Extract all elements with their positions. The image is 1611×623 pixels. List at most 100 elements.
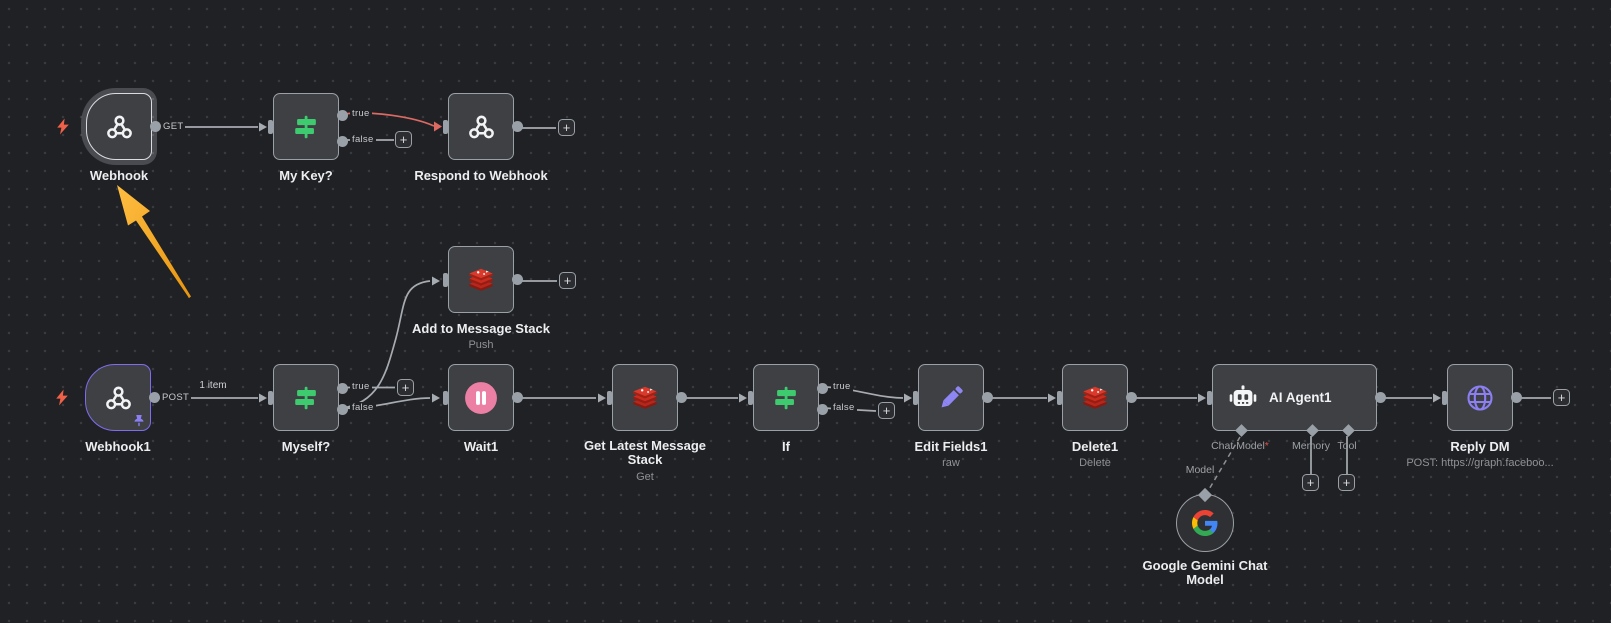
globe-icon [1467, 384, 1493, 411]
node-subtitle: raw [942, 457, 960, 469]
model-connection-label: Model [1185, 464, 1215, 476]
node-title: Delete1 [1071, 439, 1119, 454]
arrowhead [598, 393, 606, 403]
output-port[interactable] [512, 121, 523, 132]
input-port[interactable] [913, 390, 918, 405]
output-port[interactable] [149, 392, 160, 403]
node-title: Edit Fields1 [914, 439, 988, 454]
output-port-false[interactable] [337, 135, 348, 147]
memory-port-label: Memory [1292, 440, 1330, 452]
node-myself[interactable]: Myself? [268, 364, 348, 454]
my-key-false-label: false [350, 134, 376, 145]
output-port[interactable] [676, 392, 687, 403]
output-port-false[interactable] [817, 403, 828, 415]
redis-icon [469, 268, 493, 291]
items-count-label: 1 item [199, 380, 227, 391]
webhook-icon [468, 115, 494, 139]
output-port[interactable] [512, 392, 523, 403]
node-add-to-message-stack[interactable]: Add to Message Stack Push [412, 246, 550, 351]
webhook1-method-label: POST [160, 392, 192, 403]
webhook-icon [105, 386, 131, 410]
webhook-icon [106, 115, 132, 139]
trigger-bolt-icon [56, 389, 68, 406]
add-node-button[interactable]: + [878, 402, 895, 419]
input-port[interactable] [268, 119, 273, 134]
add-node-button[interactable]: + [397, 379, 414, 396]
pinned-data-icon [134, 415, 144, 427]
input-port[interactable] [1057, 390, 1062, 405]
output-port[interactable] [512, 274, 523, 285]
add-node-button[interactable]: + [395, 131, 412, 148]
output-port[interactable] [1126, 392, 1137, 403]
redis-icon [1083, 386, 1107, 409]
node-get-latest-message-stack[interactable]: Get Latest Message Stack Get [584, 364, 706, 483]
output-port-false[interactable] [337, 403, 348, 415]
pencil-icon [941, 386, 963, 408]
node-subtitle: Delete [1079, 457, 1111, 469]
connection[interactable] [341, 280, 431, 409]
node-title: Reply DM [1450, 439, 1510, 454]
output-port[interactable] [1375, 392, 1386, 403]
switch-icon [295, 386, 316, 409]
output-port-true[interactable] [337, 109, 348, 121]
node-edit-fields1[interactable]: Edit Fields1 raw [913, 364, 993, 469]
output-port-true[interactable] [337, 382, 348, 394]
node-title: Webhook [89, 168, 149, 183]
trigger-bolt-icon [57, 118, 69, 135]
node-wait1[interactable]: Wait1 [443, 364, 523, 454]
node-title: Wait1 [463, 439, 499, 454]
arrowhead [739, 393, 747, 403]
connection-ai-model[interactable] [1207, 436, 1241, 492]
my-key-true-label: true [350, 108, 372, 119]
node-title: My Key? [279, 168, 333, 183]
node-subtitle: Push [468, 339, 494, 351]
switch-icon [775, 386, 796, 409]
add-node-button[interactable]: + [1553, 389, 1570, 406]
add-tool-button[interactable]: + [1338, 474, 1355, 491]
node-if[interactable]: If [748, 364, 828, 454]
output-port-true[interactable] [817, 382, 828, 394]
node-title: Get Latest Message Stack [583, 438, 707, 468]
arrowhead [1198, 393, 1206, 403]
node-respond-to-webhook[interactable]: Respond to Webhook [414, 93, 548, 183]
add-memory-button[interactable]: + [1302, 474, 1319, 491]
node-subtitle: POST: https://graph.faceboo... [1406, 457, 1554, 469]
input-port[interactable] [268, 390, 273, 405]
input-port[interactable] [607, 390, 612, 405]
node-reply-dm[interactable]: Reply DM POST: https://graph.faceboo... [1406, 364, 1554, 469]
if-false-label: false [831, 402, 857, 413]
arrowhead [1433, 393, 1441, 403]
arrowhead [259, 122, 267, 132]
input-port[interactable] [443, 272, 448, 287]
node-webhook[interactable]: Webhook [86, 93, 161, 183]
add-node-button[interactable]: + [559, 272, 576, 289]
node-my-key[interactable]: My Key? [268, 93, 348, 183]
google-icon [1192, 510, 1218, 536]
output-port[interactable] [150, 121, 161, 132]
node-title: Respond to Webhook [414, 168, 548, 183]
input-port[interactable] [443, 119, 448, 134]
chat-model-port-label: Chat Model* [1211, 440, 1269, 452]
input-port[interactable] [443, 390, 448, 405]
add-node-button[interactable]: + [558, 119, 575, 136]
node-subtitle: Get [636, 470, 654, 483]
input-port[interactable] [748, 390, 753, 405]
input-port[interactable] [1207, 390, 1212, 405]
node-google-gemini-chat-model[interactable]: Google Gemini Chat Model [1143, 487, 1267, 587]
webhook-method-label: GET [161, 121, 186, 132]
arrowhead [1048, 393, 1056, 403]
myself-true-label: true [350, 381, 372, 392]
switch-icon [295, 115, 316, 138]
arrowhead [432, 276, 440, 286]
arrowhead [904, 393, 912, 403]
output-port[interactable] [982, 392, 993, 403]
pause-icon [465, 381, 497, 414]
arrowhead [432, 393, 440, 403]
node-delete1[interactable]: Delete1 Delete [1057, 364, 1137, 469]
arrowhead [259, 393, 267, 403]
input-port[interactable] [1442, 390, 1447, 405]
node-webhook1[interactable]: Webhook1 [85, 364, 160, 454]
node-ai-agent1[interactable]: AI Agent1 [1207, 364, 1386, 437]
output-port[interactable] [1511, 392, 1522, 403]
